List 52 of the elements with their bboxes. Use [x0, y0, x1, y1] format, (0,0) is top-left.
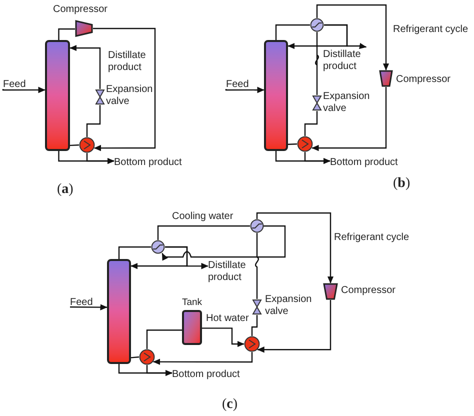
stream-label: Distillate product: [323, 48, 362, 73]
flow-line: [118, 246, 151, 259]
flow-line: [275, 24, 310, 40]
flow-line: [130, 356, 140, 358]
edge-label: Cooling water: [172, 211, 234, 223]
flow-line: [157, 225, 250, 240]
flow-line: [70, 144, 80, 146]
flow-line: [202, 328, 244, 348]
equipment-label: Compressor: [341, 285, 396, 297]
stream-label: Feed: [226, 78, 250, 91]
flow-line: [288, 24, 348, 50]
flow-line: [256, 212, 334, 284]
flow-line: [69, 304, 108, 310]
panel-caption: (c): [222, 396, 239, 413]
flow-line: [312, 87, 387, 152]
flow-line: [225, 86, 264, 94]
stream-label: Bottom product: [330, 156, 399, 169]
panel-caption: (b): [393, 175, 412, 192]
panel-caption: (a): [57, 181, 74, 198]
flow-line: [304, 152, 330, 164]
equipment-label: Expansion valve: [323, 91, 371, 115]
flow-line: [2, 86, 46, 94]
stream-label: Feed: [70, 296, 94, 309]
stream-label: Feed: [3, 78, 27, 91]
flow-line: [288, 143, 298, 145]
equipment-label: Expansion valve: [106, 84, 154, 108]
flow-line: [70, 44, 101, 89]
flow-line: [315, 32, 319, 95]
equipment-label: Compressor: [396, 74, 452, 86]
stream-label: Distillate product: [208, 259, 247, 284]
cycle-label: Refrigerant cycle: [334, 232, 410, 244]
flow-line: [251, 315, 258, 336]
stream-label: Bottom product: [114, 156, 183, 169]
equipment-label: Compressor: [53, 4, 108, 16]
tank-label: Tank: [182, 297, 202, 308]
flow-line: [257, 300, 332, 353]
flow-line: [152, 352, 253, 365]
flow-line: [58, 28, 75, 40]
cycle-label: Refrigerant cycle: [393, 24, 470, 36]
flow-line: [93, 28, 156, 152]
flow-line: [146, 365, 172, 376]
stream-label: Distillate product: [108, 50, 147, 74]
equipment-label: Expansion valve: [265, 294, 313, 318]
flow-line: [130, 246, 188, 270]
flow-line: [304, 111, 318, 136]
flow-line: [146, 330, 182, 349]
flow-line: [316, 4, 390, 70]
flow-line: [86, 105, 101, 137]
stream-label: Bottom product: [172, 368, 241, 381]
flow-line: [86, 153, 114, 164]
flow-line: [162, 225, 286, 261]
flow-line: [255, 233, 259, 299]
